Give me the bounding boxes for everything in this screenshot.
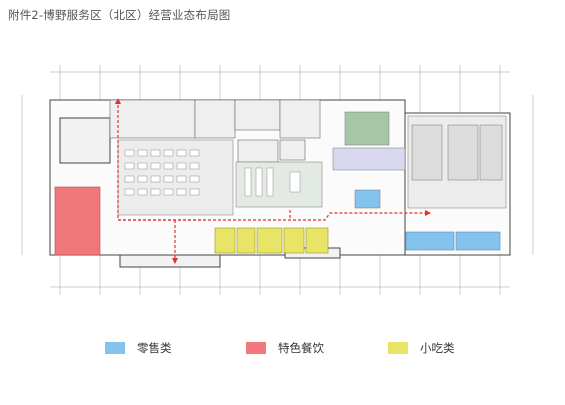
legend-swatch-snack xyxy=(388,342,408,354)
zone-retail xyxy=(405,231,501,251)
right-block xyxy=(407,115,507,209)
zone-snack xyxy=(214,227,329,254)
legend-label-dining: 特色餐饮 xyxy=(278,341,324,355)
legend-swatch-retail xyxy=(105,342,125,354)
legend-label-snack: 小吃类 xyxy=(420,341,455,355)
legend-item-snack: 小吃类 xyxy=(388,340,455,356)
service-rooms xyxy=(109,99,321,163)
page-title: 附件2-博野服务区（北区）经营业态布局图 xyxy=(8,8,231,22)
legend-swatch-dining xyxy=(246,342,266,354)
circulation-route xyxy=(117,100,425,260)
dining-hall xyxy=(117,111,406,216)
legend-item-retail: 零售类 xyxy=(105,340,172,356)
zone-dining xyxy=(54,186,101,256)
legend-label-retail: 零售类 xyxy=(137,341,172,355)
legend-item-dining: 特色餐饮 xyxy=(246,340,324,356)
dining-tables xyxy=(124,149,301,197)
route-arrows xyxy=(115,98,431,264)
